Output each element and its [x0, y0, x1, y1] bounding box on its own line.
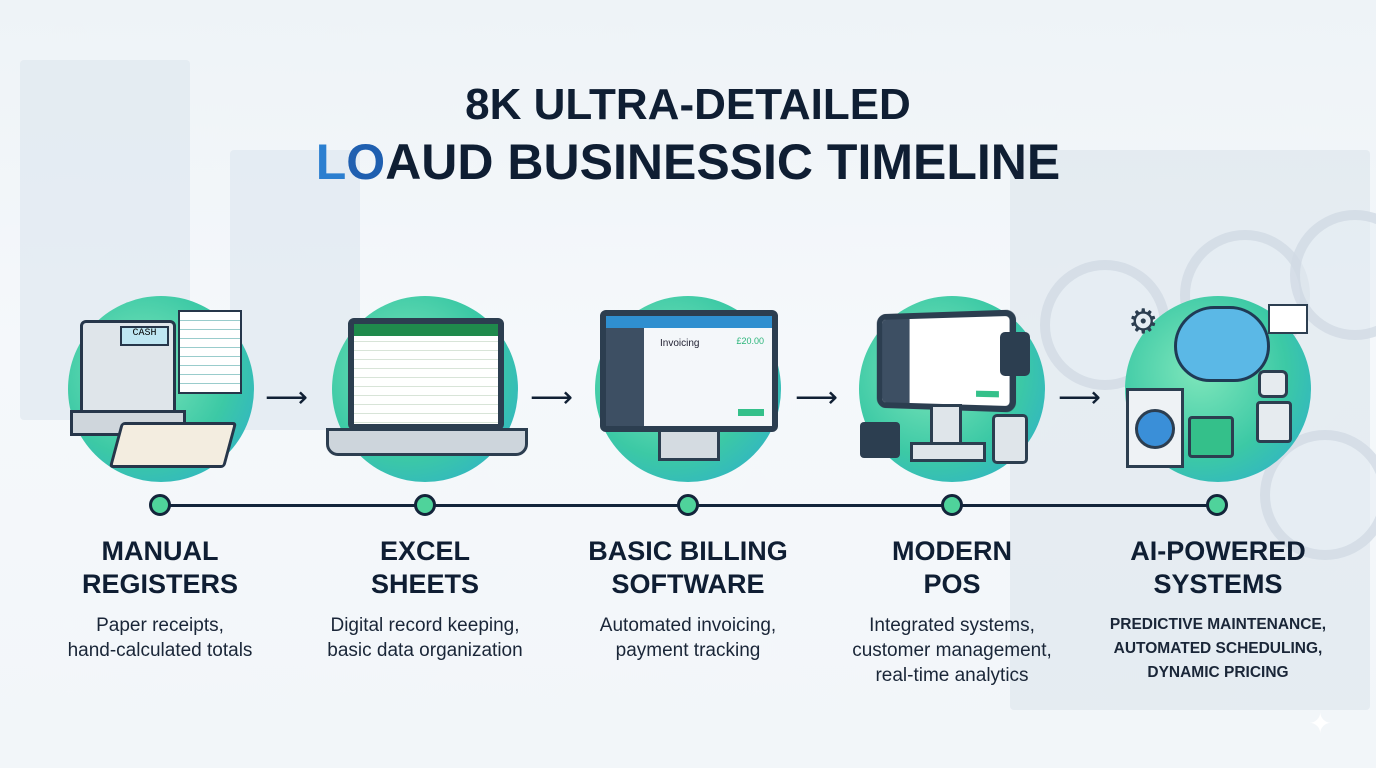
robot-icon	[1256, 370, 1290, 460]
timeline-dot	[414, 494, 436, 516]
sparkle-icon: ✦	[1309, 707, 1332, 740]
stage-title: AI-POWEREDSYSTEMS	[1088, 535, 1348, 601]
invoice-amount: £20.00	[736, 336, 764, 346]
stage-excel-sheets: EXCELSHEETS Digital record keeping,basic…	[295, 535, 555, 663]
stage-manual-registers: MANUALREGISTERS Paper receipts,hand-calc…	[30, 535, 290, 663]
stage-title: BASIC BILLINGSOFTWARE	[558, 535, 818, 601]
timeline-dot	[149, 494, 171, 516]
arrow-icon: ⟶	[795, 380, 838, 415]
timeline-dot	[941, 494, 963, 516]
stage-ai-powered: AI-POWEREDSYSTEMS PREDICTIVE MAINTENANCE…	[1088, 535, 1348, 685]
stage-title: EXCELSHEETS	[295, 535, 555, 601]
register-display: CASH	[120, 326, 169, 346]
timeline-dot	[1206, 494, 1228, 516]
title-letter-o: O	[346, 134, 385, 190]
title-letter-l: L	[316, 134, 347, 190]
stage-description: Digital record keeping,basic data organi…	[295, 613, 555, 663]
cash-register-icon: CASH	[70, 310, 250, 460]
arrow-icon: ⟶	[265, 380, 308, 415]
washing-machine-icon	[1126, 388, 1184, 468]
invoice-title: Invoicing	[660, 338, 699, 349]
arrow-icon: ⟶	[1058, 380, 1101, 415]
title-line-1: 8K ULTRA-DETAILED	[0, 80, 1376, 130]
stage-title: MANUALREGISTERS	[30, 535, 290, 601]
timeline-dot	[677, 494, 699, 516]
gear-icon: ⚙	[1128, 302, 1158, 342]
stage-description: Integrated systems,customer management,r…	[822, 613, 1082, 688]
stage-basic-billing: BASIC BILLINGSOFTWARE Automated invoicin…	[558, 535, 818, 663]
stage-modern-pos: MODERNPOS Integrated systems,customer ma…	[822, 535, 1082, 688]
stage-title: MODERNPOS	[822, 535, 1082, 601]
stage-description: Automated invoicing,payment tracking	[558, 613, 818, 663]
title-line-2: LOAUD BUSINESSIC TIMELINE	[0, 133, 1376, 191]
pos-terminal-icon	[860, 310, 1050, 470]
stage-description: Paper receipts,hand-calculated totals	[30, 613, 290, 663]
title-rest: AUD BUSINESSIC TIMELINE	[385, 134, 1060, 190]
ai-brain-icon: ⚙	[1122, 300, 1322, 470]
laptop-spreadsheet-icon	[326, 318, 526, 458]
monitor-invoice-icon: Invoicing £20.00	[598, 308, 778, 468]
stage-description: PREDICTIVE MAINTENANCE,AUTOMATED SCHEDUL…	[1088, 613, 1348, 685]
arrow-icon: ⟶	[530, 380, 573, 415]
